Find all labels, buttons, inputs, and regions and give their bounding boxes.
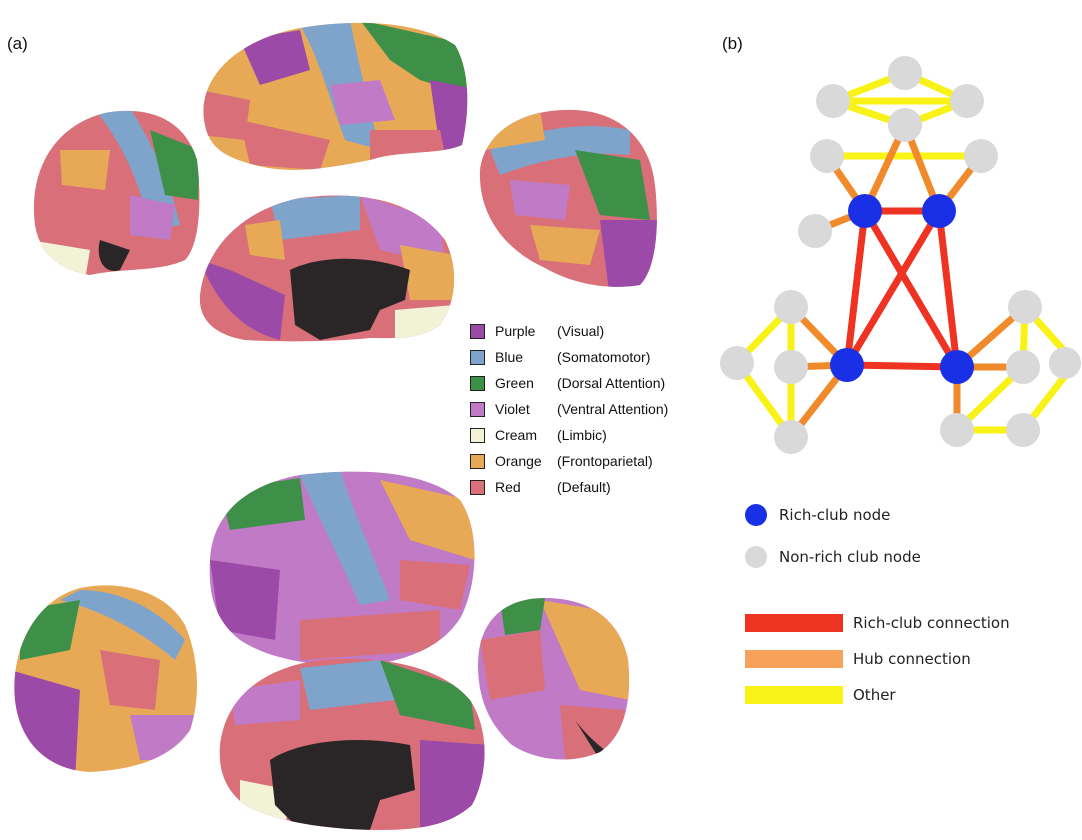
rich-club-network-diagram <box>720 56 1081 454</box>
non-rich-club-node <box>1006 413 1040 447</box>
legend-network-name: (Default) <box>557 479 611 495</box>
non-rich-club-node <box>816 84 850 118</box>
legend-label: Non-rich club node <box>779 548 921 566</box>
brain-left-frontal <box>33 110 200 275</box>
legend-label: Hub connection <box>853 650 971 668</box>
legend-color-name: Green <box>495 375 534 391</box>
non-rich-club-node <box>774 420 808 454</box>
legend-swatch <box>470 401 485 417</box>
legend-item-visual: Purple (Visual) <box>470 318 710 344</box>
legend-swatch <box>470 427 485 443</box>
rich-club-node <box>922 194 956 228</box>
panel-b-label: (b) <box>722 34 743 53</box>
legend-color-name: Red <box>495 479 521 495</box>
rich-club-nodes <box>830 194 974 384</box>
edge-rich-club <box>935 207 961 371</box>
rich-club-node <box>940 350 974 384</box>
non-rich-club-node <box>940 413 974 447</box>
legend-network-name: (Limbic) <box>557 427 607 443</box>
legend-color-name: Orange <box>495 453 542 469</box>
legend-item-frontoparietal: Orange (Frontoparietal) <box>470 448 710 474</box>
legend-network-name: (Somatomotor) <box>557 349 651 365</box>
legend-network-name: (Ventral Attention) <box>557 401 669 417</box>
legend-network-name: (Dorsal Attention) <box>557 375 666 391</box>
legend-color-name: Violet <box>495 401 530 417</box>
legend-swatch <box>470 453 485 469</box>
rich-club-connection-swatch <box>745 614 843 632</box>
legend-swatch <box>470 375 485 391</box>
panel-a-label: (a) <box>7 34 28 53</box>
legend-label: Other <box>853 686 896 704</box>
legend-color-name: Blue <box>495 349 524 365</box>
non-rich-club-node <box>888 56 922 90</box>
other-connection-swatch <box>745 686 843 704</box>
legend-hub-connection: Hub connection <box>745 646 1010 672</box>
non-rich-club-node-swatch <box>745 546 767 568</box>
edge-rich-club <box>843 207 943 369</box>
non-rich-club-nodes <box>720 56 1081 454</box>
network-color-legend: Purple (Visual) Blue (Somatomotor) Green… <box>470 318 710 500</box>
legend-item-dorsal-attention: Green (Dorsal Attention) <box>470 370 710 396</box>
legend-swatch <box>470 479 485 495</box>
brain-bottom-right <box>478 598 630 760</box>
brain-medial-bottom <box>219 658 485 830</box>
non-rich-club-node <box>1049 347 1081 379</box>
non-rich-club-node <box>1008 290 1042 324</box>
brain-surface-renderings <box>14 22 657 830</box>
brain-right-side <box>479 109 657 287</box>
non-rich-club-node <box>810 139 844 173</box>
legend-label: Rich-club connection <box>853 614 1010 632</box>
non-rich-club-node <box>1006 350 1040 384</box>
brain-medial-top <box>199 195 455 342</box>
hub-connection-swatch <box>745 650 843 668</box>
legend-item-ventral-attention: Violet (Ventral Attention) <box>470 396 710 422</box>
non-rich-club-node <box>774 350 808 384</box>
edge-rich-club <box>843 361 961 371</box>
edges-rich-club <box>843 207 961 371</box>
legend-item-limbic: Cream (Limbic) <box>470 422 710 448</box>
legend-item-default: Red (Default) <box>470 474 710 500</box>
non-rich-club-node <box>888 108 922 142</box>
legend-rich-club-node: Rich-club node <box>745 500 1010 530</box>
legend-network-name: (Frontoparietal) <box>557 453 653 469</box>
non-rich-club-node <box>774 290 808 324</box>
legend-other-connection: Other <box>745 682 1010 708</box>
non-rich-club-node <box>798 214 832 248</box>
brain-bottom-left <box>14 585 197 772</box>
brain-bottom-lateral <box>209 471 475 666</box>
legend-color-name: Purple <box>495 323 536 339</box>
legend-color-name: Cream <box>495 427 538 443</box>
legend-label: Rich-club node <box>779 506 891 524</box>
non-rich-club-node <box>964 139 998 173</box>
legend-swatch <box>470 323 485 339</box>
non-rich-club-node <box>950 84 984 118</box>
non-rich-club-node <box>720 346 754 380</box>
legend-swatch <box>470 349 485 365</box>
network-legend: Rich-club node Non-rich club node Rich-c… <box>745 500 1010 718</box>
rich-club-node-swatch <box>745 504 767 526</box>
edge-rich-club <box>861 207 961 371</box>
legend-network-name: (Visual) <box>557 323 605 339</box>
legend-rich-club-connection: Rich-club connection <box>745 610 1010 636</box>
rich-club-node <box>848 194 882 228</box>
legend-non-rich-club-node: Non-rich club node <box>745 542 1010 572</box>
brain-top-lateral <box>203 22 468 170</box>
edge-rich-club <box>843 207 869 369</box>
legend-item-somatomotor: Blue (Somatomotor) <box>470 344 710 370</box>
rich-club-node <box>830 348 864 382</box>
